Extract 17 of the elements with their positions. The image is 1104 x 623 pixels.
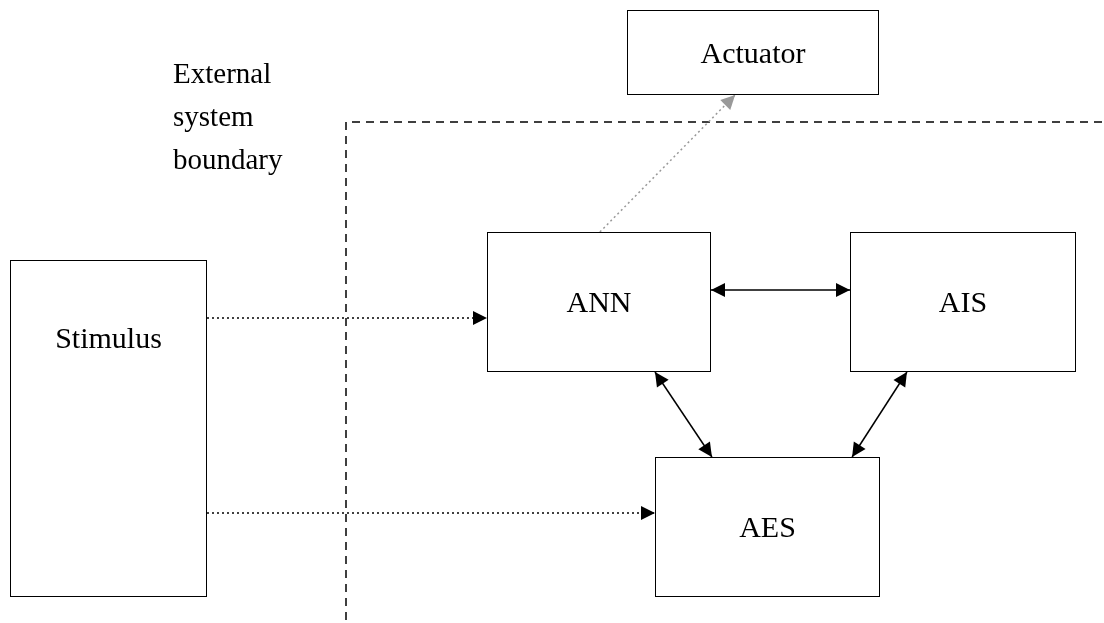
process-box xyxy=(655,457,880,597)
boundary-label: External system boundary xyxy=(173,56,284,177)
process-box xyxy=(487,232,711,372)
node-label: AIS xyxy=(938,285,988,319)
arrow xyxy=(710,282,851,297)
arrow xyxy=(851,371,908,458)
arrow xyxy=(206,310,488,325)
arrow xyxy=(654,371,713,458)
process-box xyxy=(850,232,1076,372)
arrow xyxy=(599,94,736,233)
node-label: AES xyxy=(739,510,796,544)
stimulus-box xyxy=(10,260,207,597)
arrow xyxy=(206,506,656,520)
actuator-box xyxy=(627,10,879,95)
node-label: ANN xyxy=(566,285,632,319)
node-label: Actuator xyxy=(700,35,806,70)
node-label: Stimulus xyxy=(55,321,162,355)
